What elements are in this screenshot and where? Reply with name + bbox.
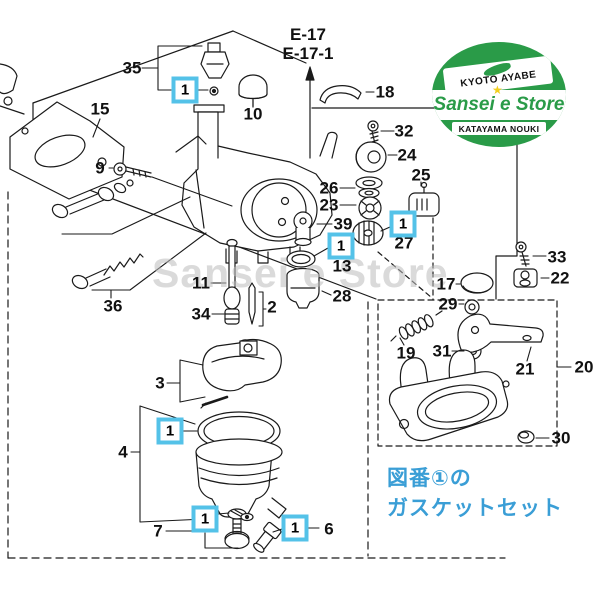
part-label-22: 22 (550, 268, 570, 288)
part-2-needle-set (248, 282, 256, 325)
part-35-limiter-cap (200, 42, 230, 96)
pilot-screw-set (51, 179, 134, 219)
section-reference-code: E-17 E-17-1 (282, 25, 334, 63)
part-label-35: 35 (122, 58, 142, 78)
leader-lines (61, 45, 572, 549)
gasket-callout-box: 1 (191, 505, 219, 533)
gasket-note-line2: ガスケットセット (387, 497, 563, 521)
part-label-28: 28 (332, 286, 352, 306)
part-30-nut (517, 430, 535, 444)
section-ref-line2: E-17-1 (282, 43, 334, 63)
logo-company-band: KATAYAMA NOUKI (452, 122, 546, 135)
part-label-21: 21 (515, 359, 535, 379)
part-19-spring (390, 310, 443, 342)
part-label-26: 26 (319, 178, 339, 198)
part-label-32: 32 (394, 121, 414, 141)
part-label-11: 11 (192, 273, 210, 293)
part-label-39: 39 (333, 214, 353, 234)
part-22-clip (513, 268, 538, 288)
part-label-18: 18 (375, 82, 395, 102)
part-label-24: 24 (397, 145, 417, 165)
left-edge-part (0, 63, 25, 115)
group-20-box (377, 299, 558, 447)
part-24-float-valve (355, 141, 387, 173)
part-9-screw (113, 162, 152, 178)
part-label-3: 3 (155, 373, 165, 393)
part-label-9: 9 (95, 158, 105, 178)
part-39-valve-seat (293, 211, 313, 247)
store-logo: KYOTO AYABE ★ Sansei e Store KATAYAMA NO… (432, 42, 566, 147)
part-27-knurled-wheel (352, 220, 384, 246)
part-label-25: 25 (411, 165, 431, 185)
part-36-stop-screw-set (71, 253, 144, 290)
part-21-lever (457, 313, 544, 354)
part-label-20: 20 (574, 357, 594, 377)
part-label-29: 29 (438, 294, 458, 314)
part-7-drain-bolt (224, 508, 250, 550)
gasket-note-line1: 図番①の (387, 467, 472, 490)
part-18-tube (319, 85, 362, 104)
part-23-disc (358, 196, 382, 220)
part-34-plunger (224, 308, 240, 325)
part-label-23: 23 (319, 195, 339, 215)
gasket-callout-box: 1 (327, 232, 355, 260)
part-label-31: 31 (432, 341, 452, 361)
logo-store-name: Sansei e Store (433, 94, 565, 115)
part-label-10: 10 (243, 104, 263, 124)
part-17-pan (460, 272, 494, 294)
part-label-2: 2 (267, 297, 277, 317)
section-arrow (305, 66, 315, 159)
gasket-callout-box: 1 (281, 514, 309, 542)
part-label-15: 15 (90, 99, 110, 119)
part-label-34: 34 (191, 304, 211, 324)
part-label-17: 17 (436, 274, 456, 294)
part-26-washer-set (355, 176, 383, 199)
part-33-screw (515, 241, 530, 267)
part-13-o-ring (286, 250, 316, 268)
part-28-nozzle-cup (286, 267, 320, 309)
gasket-callout-box: 1 (156, 417, 184, 445)
float-bowl-cup (195, 438, 287, 519)
gasket-callout-box: 1 (389, 210, 417, 238)
part-label-27: 27 (394, 233, 414, 253)
part-label-4: 4 (118, 442, 128, 462)
part-label-36: 36 (103, 296, 123, 316)
part-label-19: 19 (396, 343, 416, 363)
part-25-chamber-vent (408, 181, 440, 217)
logo-main-band: ★ Sansei e Store (432, 83, 566, 120)
part-label-13: 13 (332, 256, 352, 276)
part-label-30: 30 (551, 428, 571, 448)
section-ref-line1: E-17 (290, 25, 326, 44)
part-15-gasket-plate (9, 101, 125, 200)
part-3-float (200, 338, 282, 409)
part-11-main-jet (223, 238, 241, 310)
insulator-bracket (388, 349, 510, 442)
part-label-33: 33 (547, 247, 567, 267)
logo-company-text: KATAYAMA NOUKI (458, 123, 540, 134)
star-icon: ★ (492, 83, 503, 97)
part-label-6: 6 (324, 519, 334, 539)
gasket-set-note: 図番①の ガスケットセット (387, 464, 563, 525)
part-label-7: 7 (153, 521, 163, 541)
part-29-nut (464, 299, 480, 315)
gasket-callout-box: 1 (171, 76, 199, 104)
part-6-drain-joint (240, 512, 282, 553)
part-32-screw (367, 120, 379, 145)
